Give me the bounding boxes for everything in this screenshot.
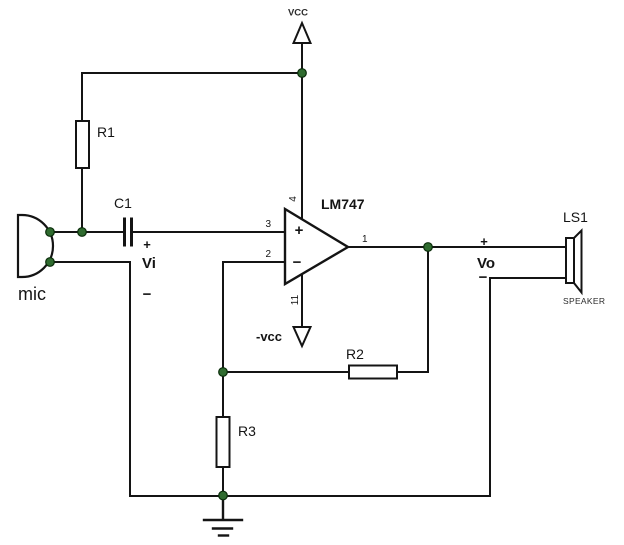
vi-minus-mark: − xyxy=(143,286,152,303)
speaker-ref-label: LS1 xyxy=(563,209,588,225)
wire-feedback xyxy=(222,246,429,373)
neg-vcc-label: -vcc xyxy=(256,329,282,344)
wire-speaker-return xyxy=(489,277,567,497)
junction-dots xyxy=(45,68,433,501)
r2-label: R2 xyxy=(346,346,364,362)
pin3-label: 3 xyxy=(265,219,271,230)
opamp-minus-mark: − xyxy=(293,254,302,271)
resistor-r3-body xyxy=(215,416,231,468)
junction-dot xyxy=(45,257,55,267)
ground-icon xyxy=(202,494,244,537)
wire-inverting-input xyxy=(222,261,286,497)
pin4-label: 4 xyxy=(288,196,299,202)
junction-dot xyxy=(297,68,307,78)
junction-dot xyxy=(218,367,228,377)
vi-plus-mark: + xyxy=(143,237,151,252)
capacitor-c1-body xyxy=(123,217,133,247)
r1-label: R1 xyxy=(97,124,115,140)
opamp-part-label: LM747 xyxy=(321,196,365,212)
resistor-r2-body xyxy=(348,364,398,380)
mic-label: mic xyxy=(18,284,46,304)
junction-dot xyxy=(77,227,87,237)
pin2-label: 2 xyxy=(265,249,271,260)
speaker-type-label: SPEAKER xyxy=(563,296,605,306)
junction-dot xyxy=(218,490,228,501)
wire-mic-return xyxy=(49,261,131,497)
wire-group xyxy=(49,42,567,497)
c1-label: C1 xyxy=(114,195,132,211)
resistor-r1-body xyxy=(75,120,90,169)
speaker-cone xyxy=(573,228,583,296)
opamp-triangle xyxy=(283,206,351,287)
r3-label: R3 xyxy=(238,423,256,439)
vcc-arrow-icon xyxy=(291,20,313,44)
junction-dot xyxy=(45,227,55,237)
neg-vcc-arrow-icon xyxy=(291,326,313,349)
vo-label: Vo xyxy=(477,255,495,272)
pin1-label: 1 xyxy=(362,234,368,245)
opamp-plus-mark: + xyxy=(295,222,304,239)
vi-label: Vi xyxy=(142,255,156,272)
wire-vcc-rail xyxy=(81,42,303,220)
speaker-driver xyxy=(565,237,575,284)
vo-minus-mark: − xyxy=(479,269,488,286)
pin11-label: 11 xyxy=(290,294,301,305)
junction-dot xyxy=(423,242,433,252)
microphone-symbol xyxy=(16,213,55,279)
vcc-label: VCC xyxy=(288,8,308,19)
vo-plus-mark: + xyxy=(480,234,488,249)
speaker-symbol xyxy=(565,228,583,296)
